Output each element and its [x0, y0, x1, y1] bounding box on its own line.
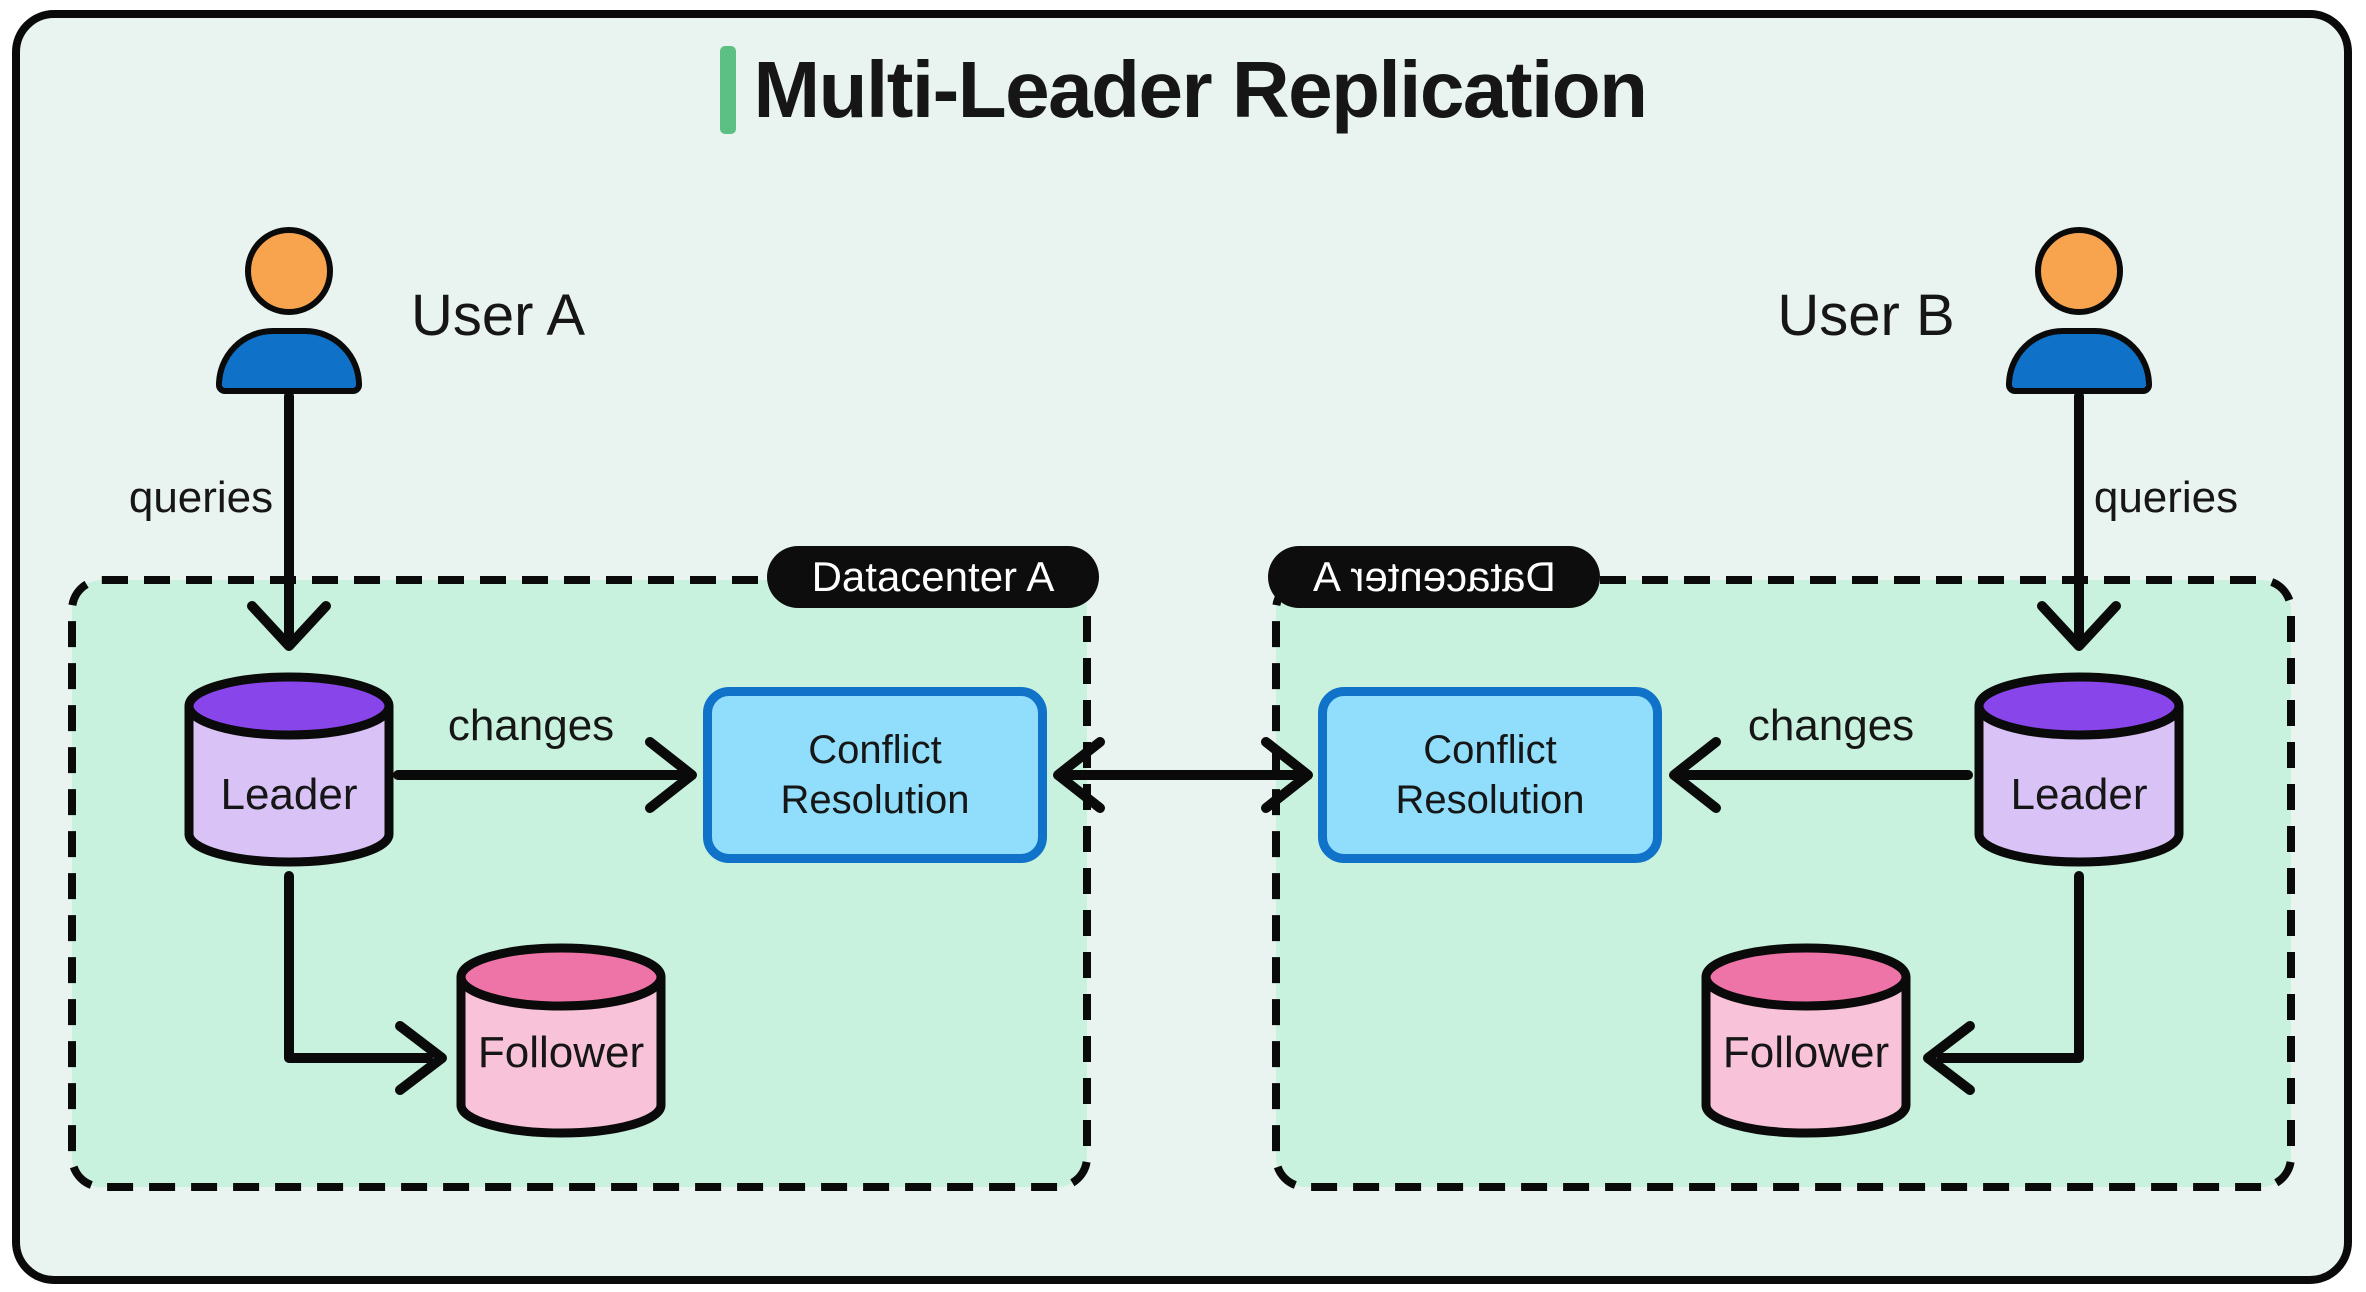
leader-a-node: Leader [183, 664, 395, 882]
queries-label-b: queries [2093, 473, 2239, 522]
queries-label-a: queries [128, 473, 274, 522]
conflict-resolution-b-line1: Conflict [1423, 728, 1557, 772]
conflict-resolution-a-line2: Resolution [780, 778, 970, 822]
datacenter-a-pill: Datacenter A [767, 546, 1099, 608]
changes-label-b: changes [1747, 701, 1915, 750]
conflict-resolution-a-box: Conflict Resolution [703, 687, 1047, 863]
leader-b-label: Leader [2010, 770, 2148, 819]
cylinder-top [1974, 672, 2184, 740]
conflict-resolution-b-box: Conflict Resolution [1318, 687, 1662, 863]
conflict-resolution-a-line1: Conflict [808, 728, 942, 772]
title-text: Multi-Leader Replication [753, 45, 1648, 134]
user-b-head-icon [2035, 227, 2123, 315]
follower-a-node: Follower [455, 935, 667, 1153]
page-title: Multi-Leader Replication [0, 46, 2366, 134]
leader-b-node: Leader [1973, 664, 2185, 882]
cylinder-top [456, 943, 666, 1011]
changes-label-a: changes [447, 701, 615, 750]
follower-b-node: Follower [1700, 935, 1912, 1153]
title-accent-bar [719, 46, 736, 134]
user-a-label: User A [410, 283, 586, 348]
user-a-head-icon [245, 227, 333, 315]
follower-b-label: Follower [1722, 1028, 1890, 1077]
datacenter-a-pill-label: Datacenter A [811, 553, 1055, 600]
cylinder-top [1701, 943, 1911, 1011]
page-panel [12, 10, 2352, 1284]
conflict-resolution-b-line2: Resolution [1395, 778, 1585, 822]
datacenter-b-pill-label-mirrored: Datacenter A [1312, 553, 1556, 600]
cylinder-top [184, 672, 394, 740]
follower-a-label: Follower [477, 1028, 645, 1077]
leader-a-label: Leader [220, 770, 358, 819]
datacenter-b-pill: Datacenter A [1268, 546, 1600, 608]
user-b-label: User B [1777, 283, 1955, 348]
